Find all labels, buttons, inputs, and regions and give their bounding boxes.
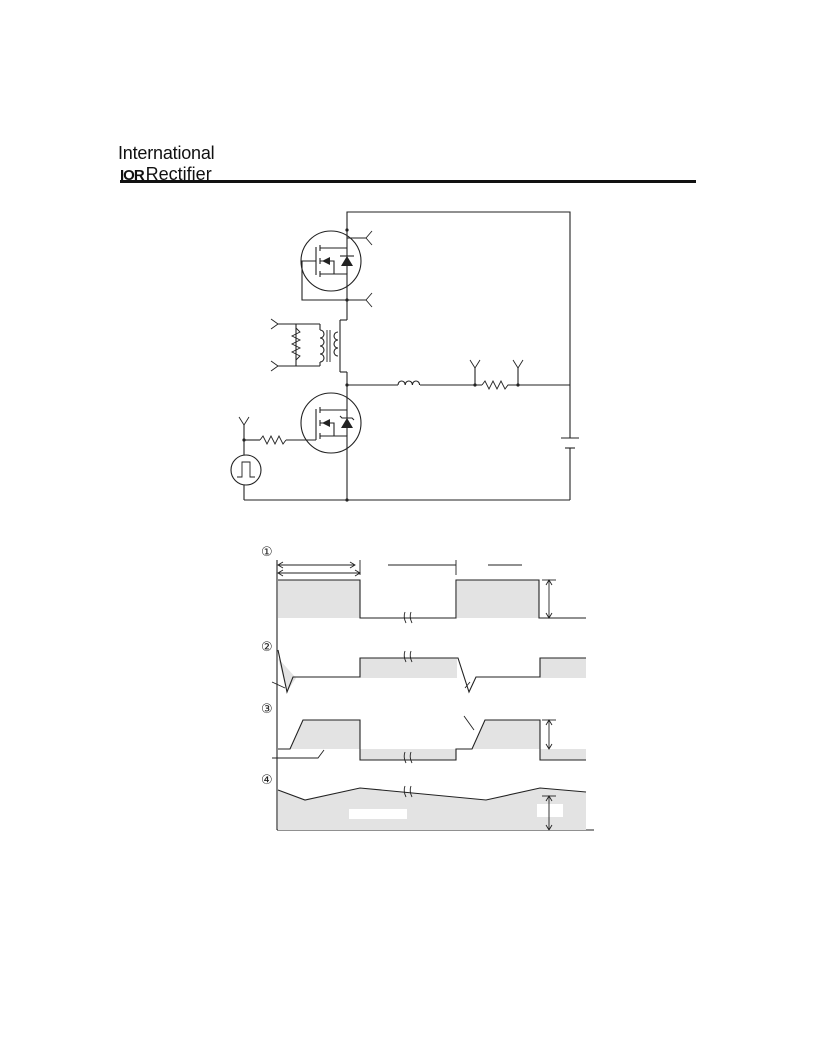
waveform-label-4: ④ bbox=[261, 773, 273, 788]
lower-mosfet-icon bbox=[300, 392, 362, 454]
logo-international: International bbox=[118, 143, 215, 163]
logo-rectifier: IOR Rectifier bbox=[120, 164, 212, 184]
waveform-label-1: ① bbox=[261, 545, 273, 560]
square-pulse-icon bbox=[230, 440, 262, 500]
ior-logo-icon: IOR bbox=[120, 167, 145, 184]
gate-resistor-icon bbox=[244, 434, 317, 446]
waveform-label-3: ③ bbox=[261, 702, 273, 717]
battery-icon bbox=[561, 437, 579, 449]
waveform-label-2: ② bbox=[261, 640, 273, 655]
waveform-2 bbox=[271, 649, 586, 694]
timing-markers bbox=[277, 560, 522, 577]
waveform-3 bbox=[272, 715, 586, 764]
waveform-1 bbox=[278, 579, 586, 624]
waveform-4 bbox=[277, 785, 587, 831]
upper-mosfet-icon bbox=[300, 230, 362, 301]
logo-rectifier-word: Rectifier bbox=[145, 164, 212, 184]
gate-transformer-icon bbox=[290, 324, 339, 366]
resistor-icon bbox=[481, 379, 510, 391]
inductor-icon bbox=[397, 380, 421, 386]
circuit-wires bbox=[242, 211, 571, 502]
header-rule bbox=[120, 180, 696, 183]
